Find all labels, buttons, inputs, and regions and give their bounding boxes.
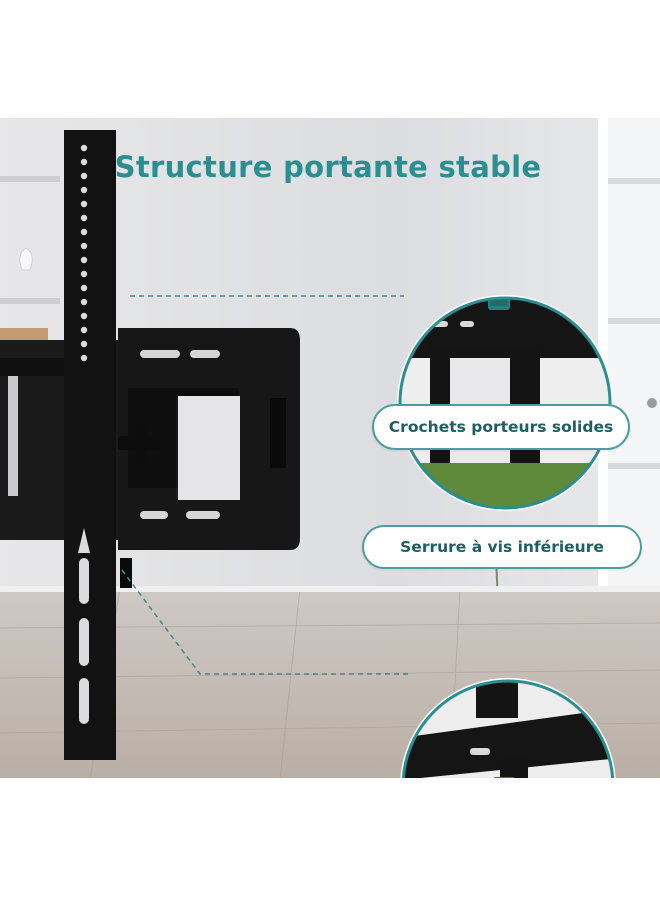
vertical-arm [64, 130, 116, 760]
leader-lines [121, 295, 410, 675]
headline-title: Structure portante stable [114, 150, 542, 184]
zoom-detail-hooks [397, 295, 613, 511]
zoom-detail-lock [400, 678, 616, 780]
shelf [0, 176, 60, 340]
callout-lock: Serrure à vis inférieure [362, 525, 642, 569]
callout-hooks: Crochets porteurs solides [372, 404, 630, 450]
tilt-knob [118, 424, 160, 464]
wall-mount-bracket [0, 130, 300, 760]
product-photo [0, 118, 660, 780]
